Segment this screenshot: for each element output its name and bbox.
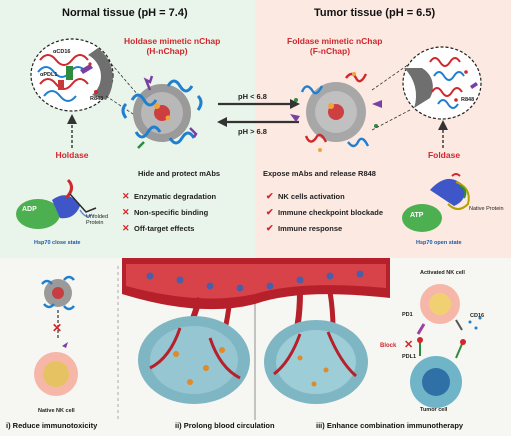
native-protein-label: Native Protein	[469, 206, 504, 212]
inset-label-apdl1: αPDL1	[40, 72, 58, 78]
expose-list: ✔ NK cells activation ✔ Immune checkpoin…	[266, 186, 383, 234]
nk-tumor-synapse: ✕	[404, 284, 482, 408]
block-label: Block	[380, 343, 397, 349]
hide-item: ✕ Off-target effects	[122, 223, 195, 233]
holdase-label: Holdase	[55, 150, 89, 160]
svg-text:✕: ✕	[52, 321, 62, 335]
right-zoom-inset	[402, 46, 482, 120]
check-icon: ✔	[266, 207, 274, 217]
x-icon: ✕	[122, 191, 130, 201]
f-nchap-particle	[290, 72, 382, 152]
hide-list: ✕ Enzymatic degradation ✕ Non-specific b…	[122, 186, 216, 234]
tumor-mass-left	[138, 316, 250, 404]
native-nk-label: Native NK cell	[38, 408, 75, 414]
expose-heading: Expose mAbs and release R848	[263, 169, 376, 178]
pdl1-label: PDL1	[402, 354, 417, 360]
hide-heading: Hide and protect mAbs	[138, 169, 221, 178]
inset-label-r848-left: R848	[90, 96, 104, 102]
svg-text:✕: ✕	[404, 339, 413, 351]
tumor-tissue-title: Tumor tissue (pH = 6.5)	[314, 7, 436, 19]
unfolded-protein-label: Unfolded Protein	[86, 214, 109, 226]
hsp70-close-caption: Hsp70 close state	[34, 240, 81, 246]
expose-item: ✔ NK cells activation	[266, 191, 345, 201]
hide-item: ✕ Enzymatic degradation	[122, 191, 217, 201]
native-nk-scene: ✕	[34, 275, 78, 396]
foldase-mimetic-title: Foldase mimetic nChap (F-nChap)	[287, 36, 383, 56]
expose-item: ✔ Immune checkpoint blockade	[266, 207, 384, 217]
tumor-mass-right	[264, 320, 368, 404]
expose-item: ✔ Immune response	[266, 223, 343, 233]
left-zoom-inset	[30, 38, 114, 112]
tumor-tissue-panel	[255, 0, 511, 258]
tumor-cell-label: Tumor cell	[420, 407, 448, 413]
h-nchap-particle	[121, 75, 203, 149]
caption-prolong-circulation: ii) Prolong blood circulation	[175, 421, 275, 430]
x-icon: ✕	[122, 223, 130, 233]
activated-nk-label: Activated NK cell	[420, 270, 465, 276]
caption-combination-immunotherapy: iii) Enhance combination immunotherapy	[316, 421, 464, 430]
hsp70-closed-illustration	[16, 178, 97, 229]
inset-label-acd16: αCD16	[53, 49, 71, 55]
normal-tissue-title: Normal tissue (pH = 7.4)	[62, 7, 188, 19]
x-icon: ✕	[122, 207, 130, 217]
check-icon: ✔	[266, 223, 274, 233]
atp-label: ATP	[410, 212, 424, 219]
bottom-illustration: ✕	[34, 258, 482, 420]
inset-label-r848-right: R848	[461, 97, 475, 103]
ph-high-label: pH > 6.8	[238, 127, 267, 136]
hide-item: ✕ Non-specific binding	[122, 207, 209, 217]
ph-low-label: pH < 6.8	[238, 92, 267, 101]
check-icon: ✔	[266, 191, 274, 201]
adp-label: ADP	[22, 206, 37, 213]
ph-switch-arrows	[217, 99, 300, 127]
hsp70-open-illustration	[402, 173, 470, 232]
hsp70-open-caption: Hsp70 open state	[416, 240, 462, 246]
cd16-label: CD16	[470, 313, 485, 319]
holdase-mimetic-title: Holdase mimetic nChap (H-nChap)	[124, 36, 221, 56]
foldase-label: Foldase	[427, 150, 461, 160]
blood-vessel	[122, 258, 390, 379]
pd1-label: PD1	[402, 312, 413, 318]
caption-reduce-immunotoxicity: i) Reduce immunotoxicity	[6, 421, 98, 430]
